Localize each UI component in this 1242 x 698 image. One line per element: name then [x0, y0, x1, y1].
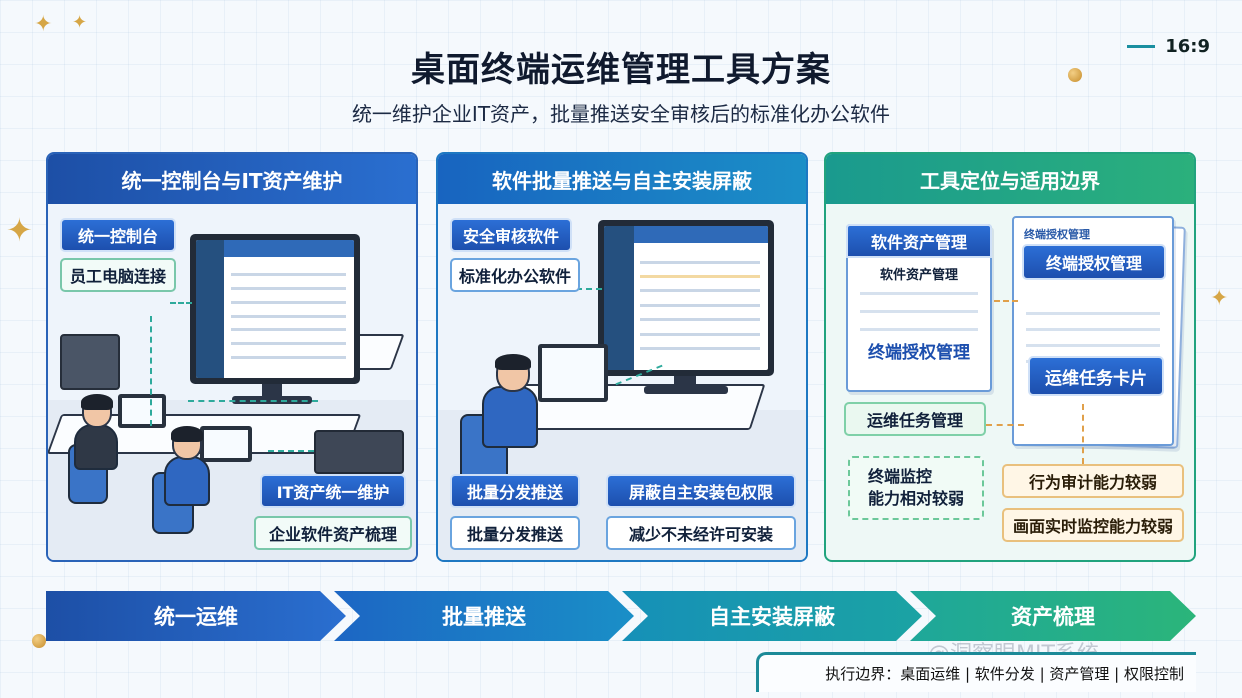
- flow-step: 自主安装屏蔽: [622, 591, 922, 641]
- panel-header: 统一控制台与IT资产维护: [48, 154, 416, 204]
- block-install-tag: 屏蔽自主安装包权限: [606, 474, 796, 508]
- task-card-tag: 运维任务卡片: [1028, 356, 1164, 396]
- software-asset-subtitle: 软件资产管理: [879, 268, 958, 283]
- flow-step: 统一运维: [46, 591, 346, 641]
- auth-management-label: 终端授权管理: [868, 343, 970, 363]
- it-maintain-tag: IT资产统一维护: [260, 474, 406, 508]
- ratio-text: 16:9: [1165, 36, 1210, 57]
- sparkle-icon: ✦: [1210, 286, 1229, 311]
- task-mgmt-tag: 运维任务管理: [844, 402, 986, 436]
- auth-mgmt-header: 终端授权管理: [1022, 244, 1166, 280]
- printer-icon: [60, 334, 120, 390]
- page-title: 桌面终端运维管理工具方案: [411, 50, 831, 90]
- sparkle-icon: ✦: [6, 211, 33, 249]
- panel-header: 软件批量推送与自主安装屏蔽: [438, 154, 806, 204]
- footer-boundary: 执行边界：桌面运维 | 软件分发 | 资产管理 | 权限控制: [756, 652, 1196, 692]
- sparkle-icon: ✦: [72, 12, 88, 33]
- gold-dot-icon: [32, 634, 46, 648]
- panel-positioning: 工具定位与适用边界 终端授权管理 终端授权管理 运维任务卡片 软件资产管理 软件…: [824, 152, 1196, 562]
- gold-dot-icon: [1068, 68, 1082, 82]
- screen-weak-tag: 画面实时监控能力较弱: [1002, 508, 1184, 542]
- batch-push-tag-2: 批量分发推送: [450, 516, 580, 550]
- asset-sort-tag: 企业软件资产梳理: [254, 516, 412, 550]
- reduce-install-tag: 减少不未经许可安装: [606, 516, 796, 550]
- office-illustration: [48, 204, 416, 560]
- ratio-bar: [1127, 45, 1156, 48]
- standard-tag: 标准化办公软件: [450, 258, 580, 292]
- connect-tag: 员工电脑连接: [60, 258, 176, 292]
- push-monitor: [598, 220, 774, 376]
- footer-text: 执行边界：桌面运维 | 软件分发 | 资产管理 | 权限控制: [825, 665, 1184, 683]
- server-icon: [314, 430, 404, 474]
- flow-step: 批量推送: [334, 591, 634, 641]
- software-asset-header: 软件资产管理: [846, 224, 992, 258]
- auth-card-caption: 终端授权管理: [1024, 228, 1090, 241]
- console-tag: 统一控制台: [60, 218, 176, 252]
- aspect-ratio-label: 16:9: [1127, 36, 1210, 57]
- page-subtitle: 统一维护企业IT资产，批量推送安全审核后的标准化办公软件: [351, 102, 891, 126]
- laptop-icon: [118, 394, 166, 428]
- sparkle-icon: ✦: [34, 12, 53, 37]
- audited-tag: 安全审核软件: [450, 218, 572, 252]
- laptop-icon: [200, 426, 252, 462]
- flow-arrows: 统一运维 批量推送 自主安装屏蔽 资产梳理: [46, 591, 1196, 641]
- batch-push-tag: 批量分发推送: [450, 474, 580, 508]
- panel-batch-push: 软件批量推送与自主安装屏蔽 安全审核软件 标准化办公软件 批量分发推送 屏蔽自主…: [436, 152, 808, 562]
- audit-weak-tag: 行为审计能力较弱: [1002, 464, 1184, 498]
- laptop-icon: [538, 344, 608, 402]
- flow-step: 资产梳理: [910, 591, 1196, 641]
- monitor-weak-tag: 终端监控 能力相对较弱: [848, 456, 984, 520]
- console-monitor: [190, 234, 360, 384]
- panel-console-asset: 统一控制台与IT资产维护: [46, 152, 418, 562]
- panel-header: 工具定位与适用边界: [826, 154, 1194, 204]
